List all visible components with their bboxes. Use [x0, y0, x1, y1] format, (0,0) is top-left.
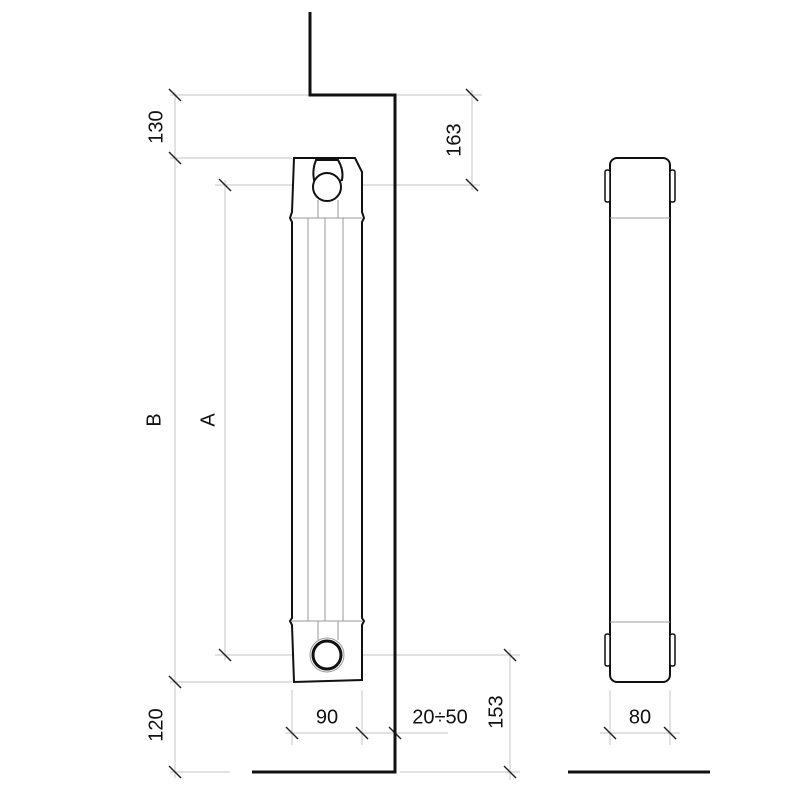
label-90: 90 — [316, 706, 338, 728]
label-163: 163 — [443, 123, 465, 156]
label-120: 120 — [145, 708, 167, 741]
dimension-ticks — [168, 88, 677, 779]
radiator-front-view — [288, 157, 366, 684]
label-wall-gap: 20÷50 — [412, 706, 467, 728]
dimension-labels: 130 163 B A 120 153 90 20÷50 80 — [143, 110, 651, 741]
top-connection-icon — [312, 172, 342, 202]
radiator-side-view — [604, 157, 676, 683]
label-A: A — [197, 413, 219, 427]
bottom-connection-icon — [311, 639, 343, 671]
label-153: 153 — [485, 695, 507, 728]
label-130: 130 — [145, 110, 167, 143]
wall-outline — [252, 12, 397, 774]
label-B: B — [143, 413, 165, 426]
label-80: 80 — [629, 706, 651, 728]
dimension-lines — [170, 90, 680, 780]
